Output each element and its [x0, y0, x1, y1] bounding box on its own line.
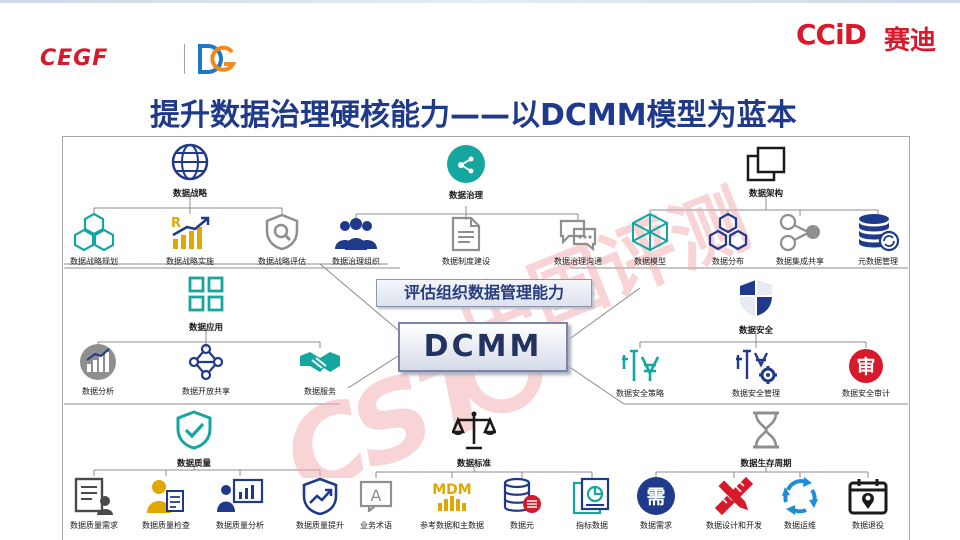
molecule-share-icon: [188, 343, 224, 381]
team-icon: [335, 218, 377, 250]
hexagon-cluster-icon: [708, 212, 748, 251]
application-item-3: 数据服务: [304, 387, 336, 396]
strategy-item-3: 数据战略评估: [258, 257, 306, 266]
hourglass-icon: [753, 411, 779, 449]
network-node-icon: [447, 145, 485, 183]
top-bar: [0, 0, 960, 3]
balance-scale-icon: [452, 411, 496, 450]
document-icon: [451, 216, 481, 252]
standard-item-1: 业务术语: [360, 521, 392, 530]
presentation-analysis-icon: [217, 478, 264, 512]
svg-text:需: 需: [646, 486, 665, 508]
ccid-logo-cn: 赛迪: [884, 26, 937, 56]
strategy-item-2: 数据战略实施: [166, 257, 214, 266]
standard-item-2: 参考数据和主数据: [420, 521, 484, 530]
handshake-icon: [300, 352, 340, 372]
security-shield-icon: [740, 280, 772, 316]
lifecycle-item-2: 数据设计和开发: [706, 521, 762, 530]
audit-seal-icon: 审: [849, 349, 883, 383]
architecture-item-3: 数据集成共享: [776, 257, 824, 266]
cegf-logo: CEGF: [40, 46, 109, 71]
wireframe-cube-icon: [632, 212, 668, 252]
logo-divider: [184, 44, 185, 74]
quality-item-2: 数据质量检查: [142, 521, 190, 530]
security-title: 数据安全: [738, 326, 774, 336]
grid-apps-icon: [188, 276, 224, 312]
security-item-1: 数据安全策略: [616, 389, 664, 398]
application-title: 数据应用: [188, 323, 224, 333]
security-item-3: 数据安全审计: [842, 389, 890, 398]
indicator-report-icon: [572, 477, 610, 515]
strategy-item-1: 数据战略规划: [70, 257, 118, 266]
quality-title: 数据质量: [176, 459, 212, 469]
lifecycle-item-3: 数据运维: [784, 521, 816, 530]
checklist-user-icon: [74, 477, 113, 515]
quality-shield-check-icon: [176, 410, 212, 450]
governance-title: 数据治理: [448, 191, 484, 201]
architecture-item-1: 数据模型: [634, 257, 666, 266]
analytics-circle-icon: [80, 344, 116, 380]
operations-cycle-icon: [782, 477, 818, 515]
layers-window-icon: [746, 146, 786, 182]
governance-item-1: 数据治理组织: [332, 257, 380, 266]
database-list-icon: [503, 477, 541, 513]
capability-label-box: 评估组织数据管理能力: [376, 279, 592, 307]
governance-item-3: 数据治理沟通: [554, 257, 602, 266]
svg-text:审: 审: [856, 355, 875, 378]
lifecycle-item-4: 数据退役: [852, 521, 884, 530]
shield-search-icon: [265, 213, 299, 251]
globe-icon: [171, 143, 209, 181]
standard-item-3: 数据元: [510, 521, 534, 530]
mdm-icon: MDM: [432, 482, 472, 511]
inspect-user-icon: [147, 480, 184, 513]
calendar-location-icon: [848, 479, 888, 515]
growth-chart-icon: R: [171, 216, 210, 249]
policy-symbol-icon: [622, 349, 660, 381]
database-refresh-icon: [859, 214, 900, 252]
design-tools-icon: [714, 476, 754, 516]
dg-logo-icon: [198, 44, 237, 74]
share-nodes-icon: [779, 213, 820, 252]
architecture-item-2: 数据分布: [712, 257, 744, 266]
page-title: 提升数据治理硬核能力——以DCMM模型为蓝本: [150, 98, 797, 133]
quality-item-3: 数据质量分析: [216, 521, 264, 530]
svg-text:MDM: MDM: [432, 482, 471, 498]
security-gear-icon: [736, 349, 777, 384]
lifecycle-title: 数据生存周期: [740, 459, 792, 469]
svg-text:A: A: [371, 486, 382, 505]
lifecycle-item-1: 数据需求: [640, 521, 672, 530]
quality-item-1: 数据质量需求: [70, 521, 118, 530]
ccid-logo-en: CCiD: [796, 18, 867, 51]
chat-bubbles-icon: [559, 219, 597, 251]
application-item-1: 数据分析: [82, 387, 114, 396]
improve-shield-icon: [302, 477, 338, 515]
security-item-2: 数据安全管理: [732, 389, 780, 398]
application-item-2: 数据开放共享: [182, 387, 230, 396]
cubes-icon: [73, 212, 115, 252]
quality-item-4: 数据质量提升: [296, 521, 344, 530]
architecture-item-4: 元数据管理: [858, 257, 898, 266]
requirement-badge-icon: 需: [637, 477, 675, 515]
svg-text:R: R: [171, 216, 181, 231]
ccid-logo: CCiD 赛迪: [796, 18, 952, 56]
governance-item-2: 数据制度建设: [442, 257, 490, 266]
standard-title: 数据标准: [456, 459, 492, 469]
term-letter-icon: A: [359, 480, 393, 512]
architecture-title: 数据架构: [748, 189, 784, 199]
dcmm-model-box: DCMM: [398, 322, 568, 372]
strategy-title: 数据战略: [172, 189, 208, 199]
standard-item-4: 指标数据: [576, 521, 608, 530]
